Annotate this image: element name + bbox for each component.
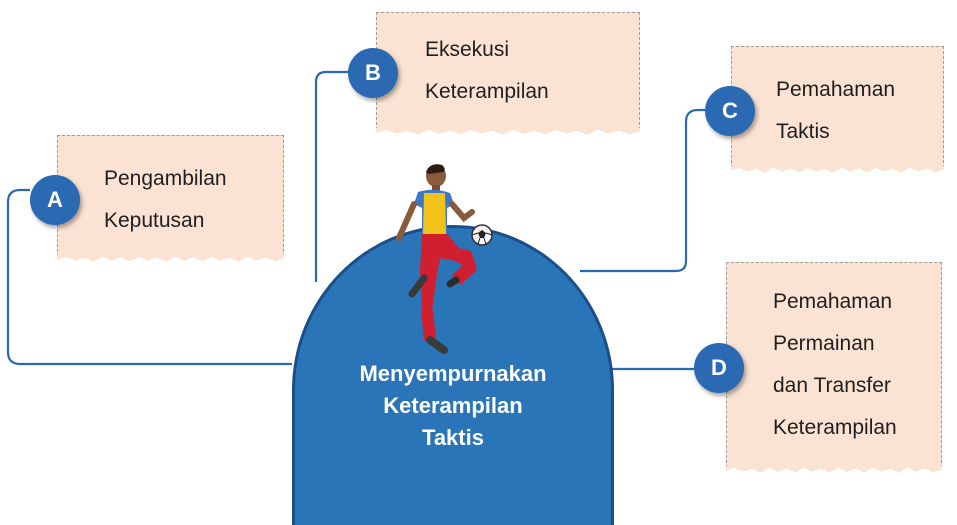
node-d-line-3: dan Transfer xyxy=(773,374,891,397)
node-card-a: Pengambilan Keputusan xyxy=(57,135,284,257)
node-card-b: Eksekusi Keterampilan xyxy=(376,12,640,130)
center-title-line-1: Menyempurnakan xyxy=(359,361,547,386)
node-d-line-4: Keterampilan xyxy=(773,416,897,439)
node-b-line-2: Keterampilan xyxy=(425,80,549,103)
connector-c xyxy=(580,108,705,273)
node-c-line-2: Taktis xyxy=(776,120,830,143)
node-d-line-2: Permainan xyxy=(773,332,875,355)
center-title-line-3: Taktis xyxy=(422,425,484,450)
connector-a xyxy=(6,188,292,366)
node-d-label: Pemahaman Permainan dan Transfer Keteram… xyxy=(773,281,897,449)
node-c-label: Pemahaman Taktis xyxy=(776,69,895,153)
soccer-player-icon xyxy=(396,164,493,354)
node-a-line-1: Pengambilan xyxy=(104,167,227,190)
center-title: Menyempurnakan Keterampilan Taktis xyxy=(300,358,606,454)
node-a-line-2: Keputusan xyxy=(104,209,205,232)
node-badge-c: C xyxy=(705,86,755,136)
node-b-label: Eksekusi Keterampilan xyxy=(425,29,549,113)
node-badge-b: B xyxy=(348,48,398,98)
node-badge-a: A xyxy=(30,175,80,225)
center-title-line-2: Keterampilan xyxy=(383,393,523,418)
node-b-line-1: Eksekusi xyxy=(425,38,510,61)
node-c-line-1: Pemahaman xyxy=(776,78,896,101)
connector-b xyxy=(314,70,350,282)
node-badge-d: D xyxy=(694,343,744,393)
node-card-d: Pemahaman Permainan dan Transfer Keteram… xyxy=(726,262,942,468)
node-a-label: Pengambilan Keputusan xyxy=(104,158,227,242)
node-card-c: Pemahaman Taktis xyxy=(731,46,944,168)
node-d-line-1: Pemahaman xyxy=(773,290,893,313)
